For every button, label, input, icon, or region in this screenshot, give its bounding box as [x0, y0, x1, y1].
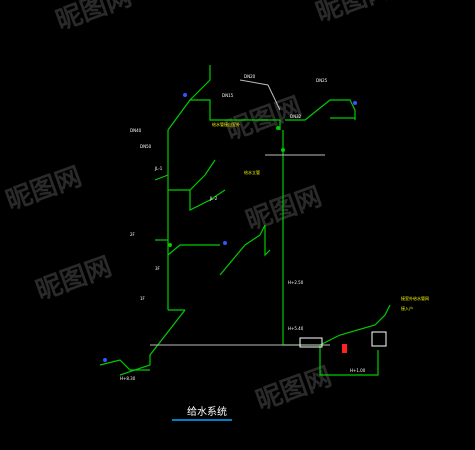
annotation-label: DN50 — [140, 144, 152, 149]
watermark-text: 昵图网 — [52, 0, 136, 37]
annotation-label: JL-2 — [209, 196, 218, 201]
pipe-branch-mid-1 — [168, 159, 216, 191]
watermark-text: 昵图网 — [2, 162, 86, 217]
valve-icon — [276, 126, 280, 130]
pipe-branch-right-bottom — [319, 304, 391, 346]
drawing-title: 给水系统 — [187, 405, 227, 418]
pipe-branch-right-top — [285, 99, 356, 121]
water-tank-icon — [371, 331, 387, 347]
annotation-label: 2F — [130, 232, 136, 237]
callout-label: 接入户 — [401, 305, 413, 311]
pipe-branch-left-1 — [154, 174, 169, 181]
valve-blue-icon — [353, 101, 357, 105]
valve-icon — [299, 337, 323, 348]
valve-icon — [281, 148, 285, 152]
annotation-label: JL-1 — [154, 166, 163, 171]
annotation-label: DN20 — [244, 74, 256, 79]
watermark-text: 昵图网 — [312, 0, 396, 29]
pipe-bottom-left — [99, 359, 150, 371]
pipe-network — [99, 65, 391, 376]
pipe-branch-right-bottom2 — [345, 350, 379, 376]
pipe-gray-diag — [239, 79, 281, 111]
pipe-lower-diag — [119, 309, 186, 376]
pipe-branch-top-diag — [189, 65, 211, 101]
callout-label: 接室外给水管网 — [401, 295, 429, 301]
yellow-labels: 给水管接自室外 给水立管 接室外给水管网 接入户 — [212, 121, 429, 311]
annotation-label: H+2.50 — [288, 280, 304, 285]
annotation-label: DN15 — [222, 93, 234, 98]
watermark-group: 昵图网 昵图网 昵图网 昵图网 昵图网 昵图网 昵图网 — [2, 0, 396, 417]
valve-blue-icon — [103, 358, 107, 362]
callout-label: 给水立管 — [244, 169, 260, 175]
watermark-text: 昵图网 — [252, 362, 336, 417]
annotation-label: H+1.00 — [350, 368, 366, 373]
annotation-label: DN32 — [290, 114, 302, 119]
pipe-branch-mid-3 — [167, 244, 220, 256]
callout-label: 给水管接自室外 — [212, 121, 240, 127]
pipe-branch-top — [167, 99, 281, 131]
watermark-text: 昵图网 — [242, 182, 326, 237]
meter-icon — [342, 344, 347, 353]
annotation-label: 1F — [140, 296, 146, 301]
annotation-label: H+8.30 — [120, 376, 136, 381]
annotation-label: 3F — [155, 266, 161, 271]
annotation-label: H+5.40 — [288, 326, 304, 331]
annotation-label: DN25 — [316, 78, 328, 83]
watermark-text: 昵图网 — [222, 92, 306, 147]
annotation-label: DN40 — [130, 128, 142, 133]
watermark-text: 昵图网 — [32, 252, 116, 307]
pipe-branch-mid-4 — [219, 224, 271, 276]
valve-icon — [168, 243, 172, 247]
fixtures — [103, 93, 387, 362]
white-labels: DN15 DN20 DN25 DN32 DN40 DN50 JL-1 JL-2 … — [120, 74, 366, 381]
title-block: 给水系统 — [172, 405, 232, 421]
valve-blue-icon — [223, 241, 227, 245]
pipe-branch-mid-2 — [189, 189, 226, 211]
valve-blue-icon — [183, 93, 187, 97]
